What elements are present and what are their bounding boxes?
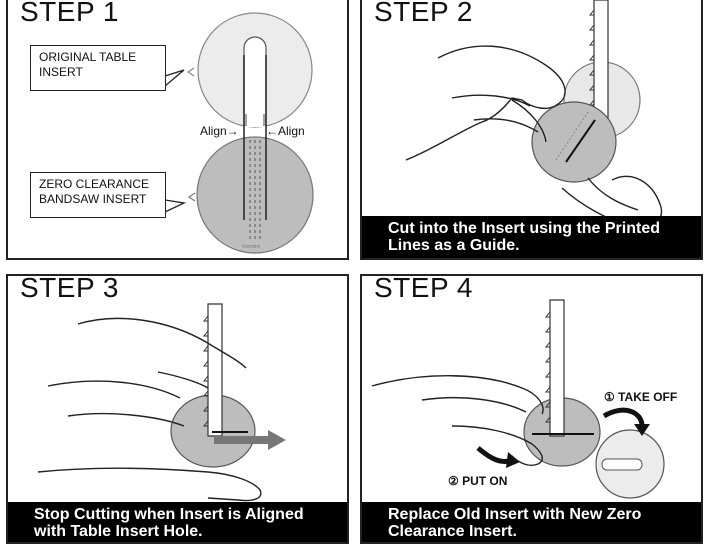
step-2-panel: STEP 2 Cut into the Insert using the Pri…: [360, 0, 703, 260]
direction-arrow-head: [268, 430, 286, 450]
align-right-label: ←Align: [266, 124, 305, 138]
original-table-insert-callout: ORIGINAL TABLE INSERT: [30, 45, 166, 91]
take-off-arrow: [602, 407, 645, 427]
callout-original-line1: ORIGINAL TABLE: [39, 50, 137, 64]
step-4-title: STEP 4: [374, 272, 473, 303]
step-3-panel: STEP 3 Stop Cutting when Insert is Align…: [6, 272, 349, 544]
original-insert-slot: [243, 36, 267, 127]
direction-arrow-shaft: [214, 436, 270, 444]
saw-blade: [207, 303, 223, 437]
step-1-illustration: ○○○○○: [164, 12, 314, 254]
step-2-title: STEP 2: [374, 0, 473, 27]
callout-zero-line2: BANDSAW INSERT: [39, 192, 147, 206]
step-4-caption-line1: Replace Old Insert with New Zero: [388, 506, 642, 523]
step-1-panel: STEP 1 ○○○○○ ORIGINAL TABLE INSERT ZERO …: [6, 0, 349, 260]
callout-zero-line1: ZERO CLEARANCE: [39, 177, 150, 191]
step-4-caption: Replace Old Insert with New Zero Clearan…: [362, 502, 701, 542]
step-4-panel: STEP 4 ① TAKE OFF ② PUT ON Replace Old I…: [360, 272, 703, 544]
svg-text:○○○○○: ○○○○○: [242, 244, 260, 250]
zero-clearance-insert-disc: [531, 101, 617, 183]
callout-original-line2: INSERT: [39, 65, 83, 79]
step-2-caption: Cut into the Insert using the Printed Li…: [362, 216, 701, 258]
step-3-caption: Stop Cutting when Insert is Aligned with…: [8, 502, 347, 542]
hands-drawing: [37, 317, 262, 502]
step-2-illustration: [405, 0, 663, 227]
step-3-caption-line1: Stop Cutting when Insert is Aligned: [34, 506, 304, 523]
hand-drawing: [371, 375, 544, 466]
step-3-caption-line2: with Table Insert Hole.: [34, 523, 203, 540]
put-on-arrow: [476, 446, 513, 464]
step-4-caption-line2: Clearance Insert.: [388, 523, 517, 540]
put-on-label: ② PUT ON: [448, 474, 508, 488]
step-3-illustration: [37, 303, 286, 502]
step-1-title: STEP 1: [20, 0, 119, 27]
step-2-caption-line1: Cut into the Insert using the Printed: [388, 220, 660, 237]
align-left-label: Align→: [200, 124, 239, 138]
step-3-title: STEP 3: [20, 272, 119, 303]
left-hand-drawing: [405, 45, 566, 161]
step-4-illustration: [371, 299, 665, 499]
step-2-caption-line2: Lines as a Guide.: [388, 237, 520, 254]
take-off-label: ① TAKE OFF: [604, 390, 678, 404]
zero-clearance-insert-callout: ZERO CLEARANCE BANDSAW INSERT: [30, 172, 166, 218]
saw-blade: [549, 299, 565, 437]
